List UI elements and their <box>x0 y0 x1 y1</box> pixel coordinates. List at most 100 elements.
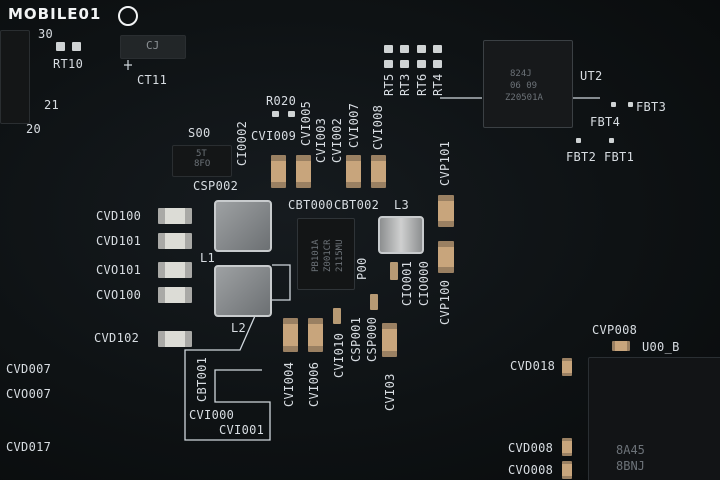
label-fbt2: FBT2 <box>566 150 597 164</box>
cvd101-capacitor <box>158 233 192 249</box>
label-fbt3: FBT3 <box>636 100 667 114</box>
cvd100-capacitor <box>158 208 192 224</box>
cvd008-capacitor <box>562 438 572 456</box>
label-cvi03: CVI03 <box>383 373 397 411</box>
label-cvd017: CVD017 <box>6 440 52 454</box>
cvp100-capacitor <box>438 241 454 273</box>
label-rt6: RT6 <box>415 73 429 96</box>
label-ut2: UT2 <box>580 69 603 83</box>
memory-chip-marking-line2: 8BNJ <box>616 459 645 473</box>
chip-top-left <box>0 30 30 124</box>
label-rt3: RT3 <box>398 73 412 96</box>
rt-pad <box>433 45 442 53</box>
fbt-pad <box>611 102 616 107</box>
label-cvp008: CVP008 <box>592 323 638 337</box>
label-cbt001: CBT001 <box>195 356 209 402</box>
label-cvd101: CVD101 <box>96 234 142 248</box>
label-21: 21 <box>44 98 60 112</box>
label-cbt000: CBT000 <box>288 198 334 212</box>
l2-inductor <box>214 265 272 317</box>
fbt-pad <box>628 102 633 107</box>
label-cio000: CIO000 <box>417 260 431 306</box>
label-r020: R020 <box>266 94 297 108</box>
ut2-chip <box>483 40 573 128</box>
capacitor <box>296 155 311 188</box>
label-cvo007: CVO007 <box>6 387 52 401</box>
label-cvd102: CVD102 <box>94 331 140 345</box>
label-30: 30 <box>38 27 54 41</box>
cvo008-capacitor <box>562 461 572 479</box>
label-cvp100: CVP100 <box>438 279 452 325</box>
label-cvi009: CVI009 <box>251 129 297 143</box>
rt-pad <box>417 45 426 53</box>
s00-chip <box>172 145 232 177</box>
label-cio001: CIO001 <box>400 260 414 306</box>
label-cvi008: CVI008 <box>371 104 385 150</box>
cvi006-capacitor <box>308 318 323 352</box>
label-fbt1: FBT1 <box>604 150 635 164</box>
label-cvd100: CVD100 <box>96 209 142 223</box>
label-l1: L1 <box>200 251 216 265</box>
rt-pad <box>384 45 393 53</box>
fbt-pad <box>609 138 614 143</box>
rt10-pad <box>72 42 81 51</box>
label-csp001: CSP001 <box>349 316 363 362</box>
ct11-marking: CJ <box>146 39 160 52</box>
capacitor <box>371 155 386 188</box>
label-cvi005: CVI005 <box>299 100 313 146</box>
label-s00: S00 <box>188 126 211 140</box>
ut2-marking-line2: 06 09 <box>510 81 538 91</box>
ut2-marking-line1: 824J <box>510 69 532 79</box>
label-cvp101: CVP101 <box>438 140 452 186</box>
watermark-logo: MOBILE01 <box>8 5 102 23</box>
label-cvi010: CVI010 <box>332 332 346 378</box>
label-l3: L3 <box>394 198 410 212</box>
s00-marking-line2: 8FO <box>194 159 211 169</box>
l1-inductor <box>214 200 272 252</box>
ct11-capacitor <box>120 35 186 59</box>
cvi03-capacitor <box>382 323 397 357</box>
memory-chip-marking-line1: 8A45 <box>616 443 645 457</box>
label-cvd008: CVD008 <box>508 441 554 455</box>
label-rt4: RT4 <box>431 73 445 96</box>
rt-pad <box>433 60 442 68</box>
cvd018-capacitor <box>562 358 572 376</box>
label-csp002: CSP002 <box>193 179 239 193</box>
p00-chip <box>297 218 355 290</box>
label-rt5: RT5 <box>382 73 396 96</box>
cvp101-capacitor <box>438 195 454 227</box>
label-cvi000: CVI000 <box>189 408 235 422</box>
r020-pad <box>288 111 295 117</box>
label-cvi002: CVI002 <box>330 117 344 163</box>
label-cvi006: CVI006 <box>307 361 321 407</box>
ut2-marking-line3: Z20501A <box>505 93 543 103</box>
s00-marking-line1: 5T <box>196 149 207 159</box>
label-cvd018: CVD018 <box>510 359 556 373</box>
fbt-pad <box>576 138 581 143</box>
rt-pad <box>384 60 393 68</box>
label-cvi004: CVI004 <box>282 361 296 407</box>
cvd102-capacitor <box>158 331 192 347</box>
label-20: 20 <box>26 122 42 136</box>
p00-marking-line2: Z001CR <box>323 239 333 272</box>
label-cvo008: CVO008 <box>508 463 554 477</box>
label-cbt002: CBT002 <box>334 198 380 212</box>
label-l2: L2 <box>231 321 247 335</box>
p00-marking-line1: PB101A <box>311 239 321 272</box>
label-p00: P00 <box>355 257 369 280</box>
cvp008-capacitor <box>612 341 630 351</box>
capacitor <box>346 155 361 188</box>
cio-pad <box>390 262 398 280</box>
r020-pad <box>272 111 279 117</box>
label-cvo101: CVO101 <box>96 263 142 277</box>
cvo100-capacitor <box>158 287 192 303</box>
p00-marking-line3: 2115MU <box>335 239 345 272</box>
rt10-pad <box>56 42 65 51</box>
rt-pad <box>400 60 409 68</box>
label-rt10: RT10 <box>53 57 84 71</box>
l3-inductor <box>378 216 424 254</box>
label-cvo100: CVO100 <box>96 288 142 302</box>
label-cvi001: CVI001 <box>219 423 265 437</box>
